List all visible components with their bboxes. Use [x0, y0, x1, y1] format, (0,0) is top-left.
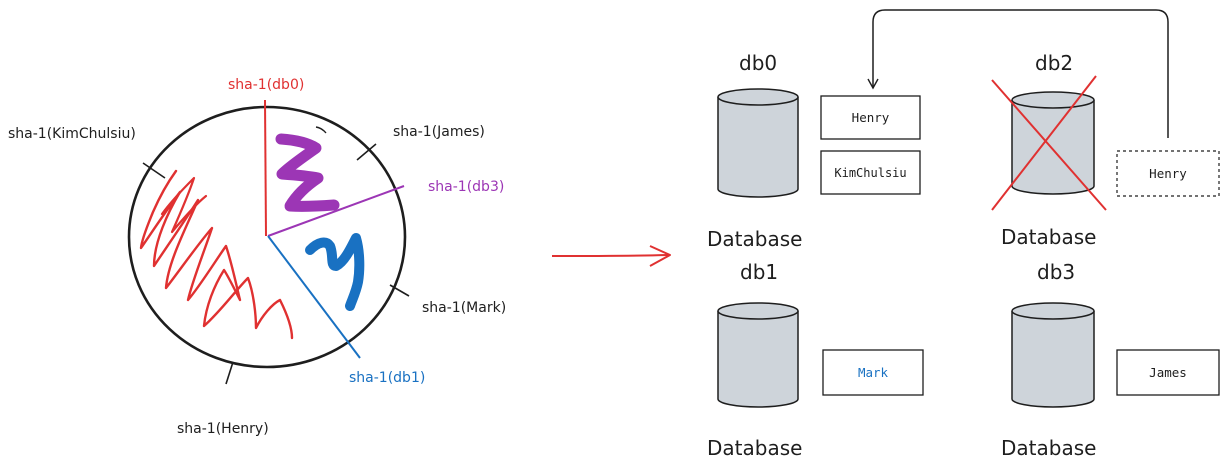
database-db1: db1 Database Mark	[707, 260, 924, 460]
hash-ring: sha-1(db0) sha-1(KimChulsiu) sha-1(James…	[8, 77, 506, 437]
db1-key-mark-box[interactable]	[822, 349, 924, 396]
scribble-db1-range	[305, 233, 365, 311]
tick-james	[356, 143, 377, 161]
db2-caption: Database	[1001, 225, 1096, 249]
spoke-db0	[264, 99, 267, 237]
database-db0: db0 Database Henry KimChulsiu	[707, 51, 921, 251]
db3-key-james-box[interactable]	[1116, 349, 1220, 396]
db3-cylinder	[1011, 302, 1095, 408]
scribble-db0-range	[139, 169, 294, 340]
db2-key-henry-box[interactable]	[1116, 150, 1220, 197]
db3-title: db3	[1037, 260, 1075, 284]
mapping-arrow	[551, 245, 671, 267]
db0-title: db0	[739, 51, 777, 75]
database-db3: db3 Database James	[1001, 260, 1220, 460]
db2-removed-cross-icon	[991, 75, 1107, 211]
tick-small	[315, 126, 327, 134]
db0-key-henry-box[interactable]	[820, 95, 921, 140]
db3-caption: Database	[1001, 436, 1096, 460]
label-sha-henry: sha-1(Henry)	[177, 421, 269, 437]
db1-key-mark: Mark	[858, 365, 889, 380]
ring-circle	[127, 105, 407, 369]
database-db2: db2 Database Henry	[991, 51, 1220, 249]
spoke-db1	[267, 235, 361, 359]
label-sha-db1: sha-1(db1)	[349, 370, 425, 386]
db1-title: db1	[740, 260, 778, 284]
db0-caption: Database	[707, 227, 802, 251]
spoke-db3	[267, 185, 405, 237]
db1-caption: Database	[707, 436, 802, 460]
scribble-db0-range-2	[160, 176, 208, 234]
db2-key-henry: Henry	[1149, 166, 1187, 181]
label-sha-kimchulsiu: sha-1(KimChulsiu)	[8, 126, 136, 142]
tick-mark	[389, 284, 410, 297]
label-sha-db3: sha-1(db3)	[428, 179, 504, 195]
db0-key-henry: Henry	[852, 110, 890, 125]
db1-cylinder	[717, 302, 799, 408]
migration-arrow	[867, 9, 1169, 138]
db0-key-kimchulsiu: KimChulsiu	[834, 166, 906, 180]
db2-cylinder	[1011, 91, 1095, 195]
label-sha-db0: sha-1(db0)	[228, 77, 304, 93]
db3-key-james: James	[1149, 365, 1187, 380]
db0-cylinder	[717, 88, 799, 198]
label-sha-mark: sha-1(Mark)	[422, 300, 506, 316]
label-sha-james: sha-1(James)	[393, 124, 485, 140]
db0-key-kimchulsiu-box[interactable]	[820, 150, 921, 195]
db2-title: db2	[1035, 51, 1073, 75]
tick-kimchulsiu	[142, 162, 166, 179]
tick-henry	[225, 361, 234, 385]
scribble-db3-range	[275, 133, 340, 212]
